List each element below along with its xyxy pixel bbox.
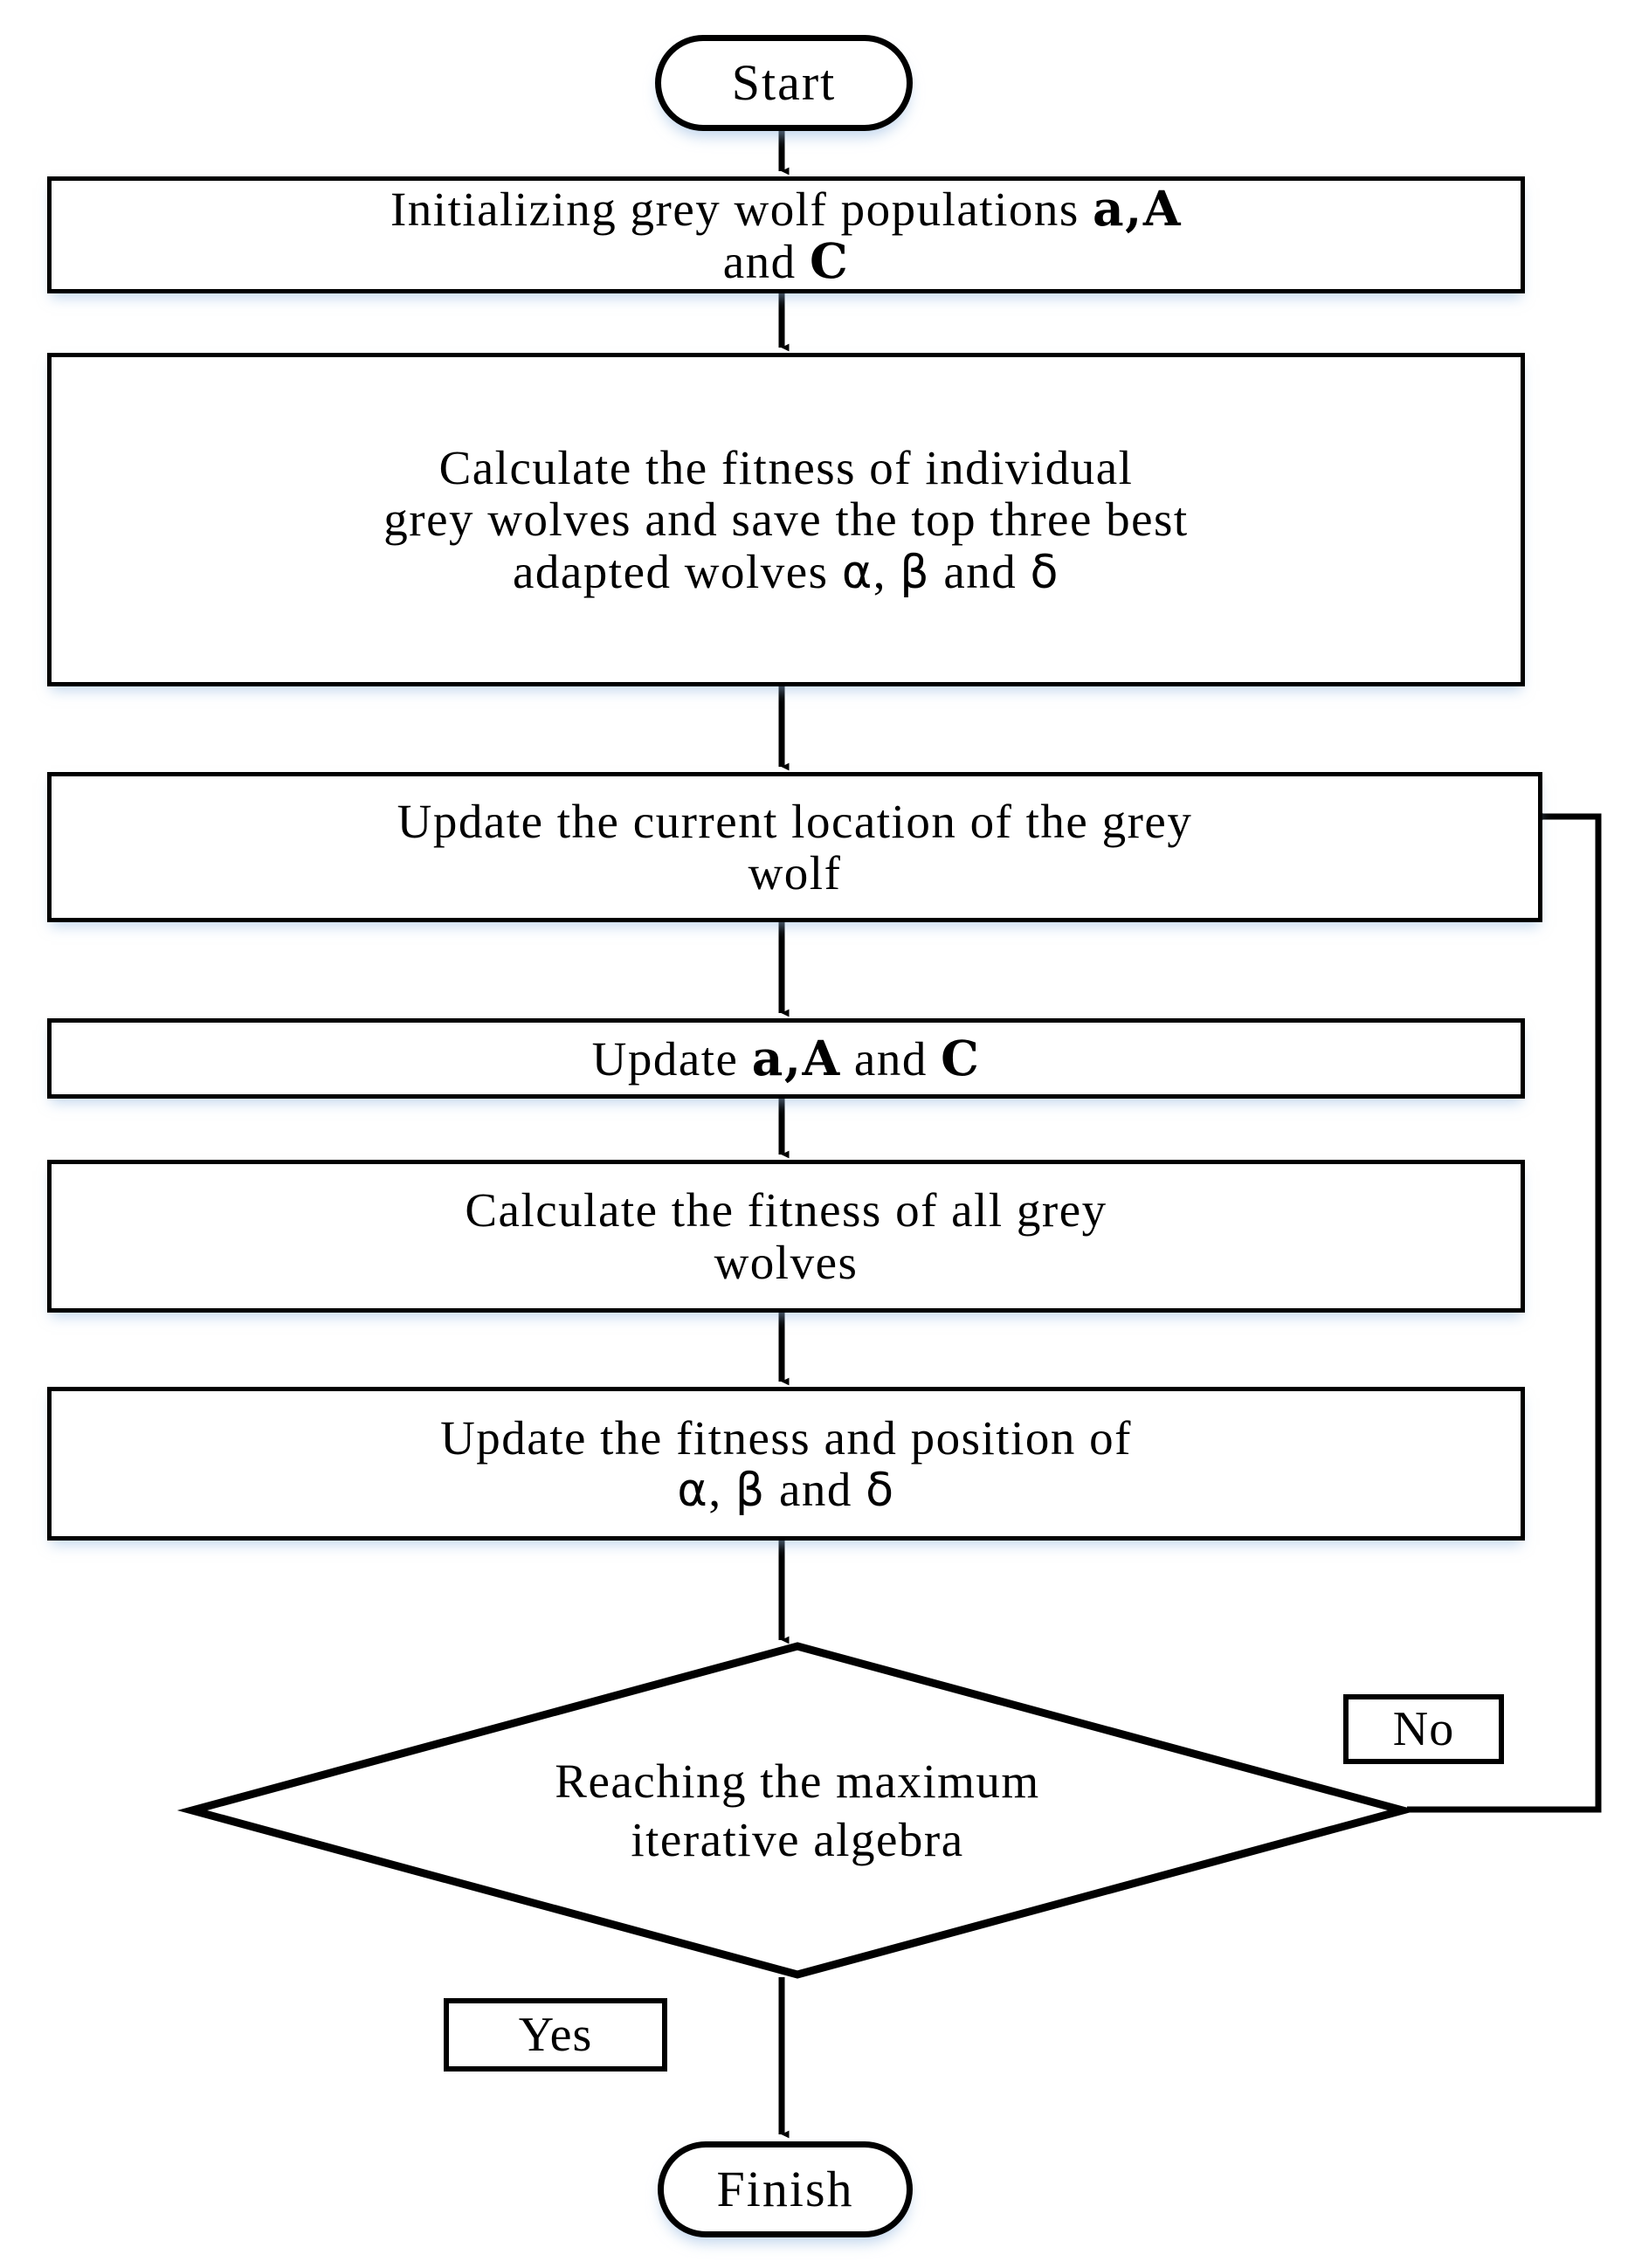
- update-abd-delta: δ: [866, 1464, 895, 1517]
- node-update-a-A-C-label: Update a,A and C: [578, 1032, 995, 1085]
- init-symbol-a: a: [1093, 179, 1126, 237]
- fitness-ind-alpha: α: [841, 546, 873, 599]
- node-update-a-A-C[interactable]: Update a,A and C: [47, 1018, 1525, 1099]
- update-aac-symbol-a: a: [751, 1029, 784, 1086]
- decision-diamond-shape: [176, 1642, 1418, 1979]
- fitness-ind-beta: β: [900, 546, 931, 599]
- update-aac-symbol-C: C: [941, 1029, 981, 1086]
- node-update-current-location-label: Update the current location of the grey …: [383, 794, 1207, 900]
- node-calculate-fitness-individual[interactable]: Calculate the fitness of individual grey…: [47, 353, 1525, 686]
- update-aac-symbol-A: A: [802, 1029, 841, 1086]
- init-symbol-C: C: [809, 232, 850, 289]
- fitness-ind-and: and: [930, 544, 1031, 598]
- init-line1-pre: Initializing grey wolf populations: [390, 182, 1093, 236]
- node-update-fitness-position[interactable]: Update the fitness and position of α, β …: [47, 1387, 1525, 1541]
- node-calculate-fitness-individual-label: Calculate the fitness of individual grey…: [369, 442, 1202, 597]
- branch-label-yes: Yes: [444, 1998, 667, 2072]
- edge-decision-no-feedback: [1407, 812, 1602, 1813]
- node-initializing-populations-label: Initializing grey wolf populations a,A a…: [376, 179, 1196, 289]
- fitness-ind-comma: ,: [873, 544, 900, 598]
- node-decision-max-iterations[interactable]: Reaching the maximum iterative algebra: [176, 1642, 1418, 1979]
- init-line2-pre: and: [722, 235, 810, 288]
- node-initializing-populations[interactable]: Initializing grey wolf populations a,A a…: [47, 176, 1525, 293]
- update-loc-line1: Update the current location of the grey: [397, 794, 1193, 848]
- branch-label-yes-text: Yes: [518, 2008, 593, 2062]
- node-finish-label: Finish: [716, 2161, 854, 2217]
- update-abd-beta: β: [735, 1464, 766, 1517]
- fitness-all-line1: Calculate the fitness of all grey: [465, 1183, 1107, 1237]
- fitness-ind-delta: δ: [1030, 546, 1060, 599]
- node-start-label: Start: [731, 54, 837, 111]
- node-calculate-fitness-all[interactable]: Calculate the fitness of all grey wolves: [47, 1160, 1525, 1313]
- branch-label-no: No: [1343, 1694, 1504, 1764]
- node-start[interactable]: Start: [655, 35, 913, 131]
- fitness-ind-line3-pre: adapted wolves: [512, 544, 842, 598]
- init-symbol-A: A: [1142, 179, 1182, 237]
- update-aac-comma: ,: [783, 1029, 803, 1086]
- fitness-ind-line2: grey wolves and save the top three best: [383, 493, 1189, 547]
- update-abd-and: and: [765, 1462, 866, 1516]
- fitness-ind-line1: Calculate the fitness of individual: [438, 440, 1134, 494]
- update-abd-line1: Update the fitness and position of: [440, 1410, 1132, 1465]
- update-loc-line2: wolf: [748, 846, 842, 900]
- node-calculate-fitness-all-label: Calculate the fitness of all grey wolves: [451, 1184, 1121, 1288]
- node-update-current-location[interactable]: Update the current location of the grey …: [47, 772, 1542, 922]
- update-abd-comma: ,: [708, 1462, 735, 1516]
- node-update-fitness-position-label: Update the fitness and position of α, β …: [426, 1410, 1146, 1517]
- init-comma: ,: [1125, 179, 1143, 237]
- node-finish[interactable]: Finish: [658, 2141, 913, 2237]
- update-abd-alpha: α: [677, 1464, 709, 1517]
- branch-label-no-text: No: [1392, 1702, 1455, 1756]
- fitness-all-line2: wolves: [714, 1235, 859, 1289]
- update-aac-and: and: [840, 1031, 942, 1086]
- update-aac-pre: Update: [591, 1031, 752, 1086]
